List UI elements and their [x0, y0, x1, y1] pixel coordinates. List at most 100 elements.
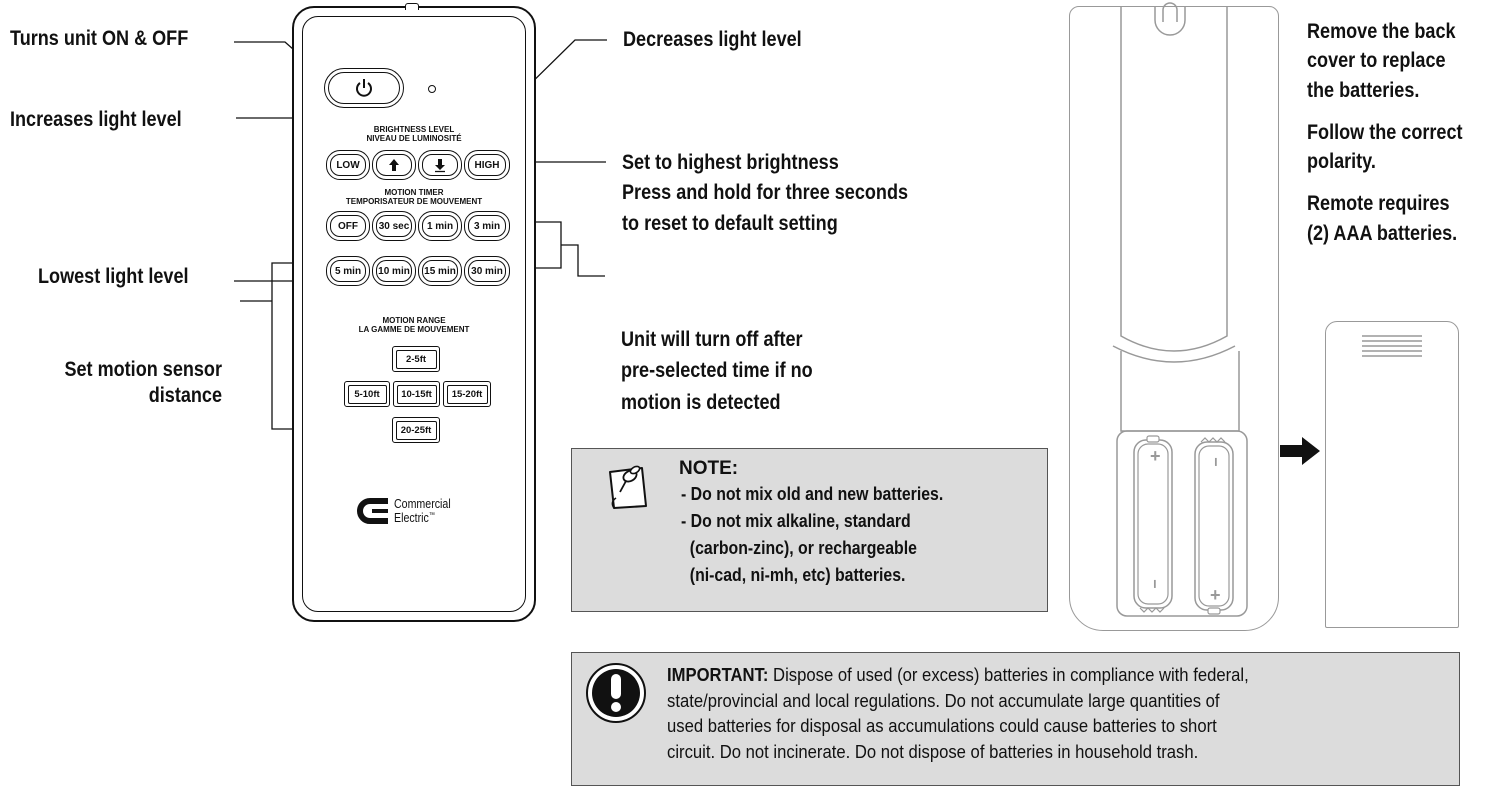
battery-cover: [1325, 321, 1459, 628]
range-20-25ft-label: 20-25ft: [395, 420, 437, 440]
range-10-15ft-button[interactable]: 10-15ft: [393, 381, 440, 407]
range-heading-fr: LA GAMME DE MOUVEMENT: [358, 324, 470, 334]
battery-line3: the batteries.: [1307, 78, 1420, 102]
important-text: IMPORTANT: Dispose of used (or excess) b…: [667, 662, 1249, 764]
low-button-label: LOW: [330, 154, 366, 176]
range-20-25ft-button[interactable]: 20-25ft: [392, 417, 440, 443]
timer-15min-button[interactable]: 15 min: [418, 256, 462, 286]
range-2-5ft-button[interactable]: 2-5ft: [392, 346, 440, 372]
decrease-button[interactable]: [418, 150, 462, 180]
callout-increase: Increases light level: [10, 108, 182, 131]
power-indicator-led: [428, 85, 436, 93]
timer-10min-label: 10 min: [376, 260, 412, 282]
brand-line2: Electric: [394, 510, 429, 525]
increase-button[interactable]: [372, 150, 416, 180]
callout-timer-line1: Unit will turn off after: [621, 328, 803, 351]
remote-inner-border: [302, 16, 526, 612]
callout-lowest: Lowest light level: [38, 265, 189, 288]
battery-right-minus: −: [1206, 457, 1224, 467]
callout-timer: Unit will turn off after pre-selected ti…: [621, 327, 813, 416]
range-2-5ft-label: 2-5ft: [395, 349, 437, 369]
timer-heading-en: MOTION TIMER: [384, 188, 444, 197]
callout-decrease: Decreases light level: [623, 28, 802, 51]
battery-line5: polarity.: [1307, 150, 1376, 173]
timer-1min-button[interactable]: 1 min: [418, 211, 462, 241]
remote-top-notch: [405, 3, 419, 10]
callout-power: Turns unit ON & OFF: [10, 27, 189, 50]
note-item: - Do not mix old and new batteries.: [681, 484, 944, 504]
timer-3min-button[interactable]: 3 min: [464, 211, 510, 241]
note-items: - Do not mix old and new batteries. - Do…: [681, 484, 979, 587]
battery-left: [1133, 435, 1173, 613]
timer-30sec-button[interactable]: 30 sec: [372, 211, 416, 241]
battery-line6: Remote requires: [1307, 192, 1450, 216]
brightness-heading-fr: NIVEAU DE LUMINOSITÉ: [366, 133, 462, 143]
range-heading-en: MOTION RANGE: [382, 316, 446, 325]
battery-right-plus: +: [1210, 585, 1221, 605]
timer-off-label: OFF: [330, 215, 366, 237]
timer-30sec-label: 30 sec: [376, 215, 412, 237]
important-line1-text: Dispose of used (or excess) batteries in…: [768, 664, 1249, 685]
battery-line4: Follow the correct: [1307, 120, 1463, 144]
callout-high-line3: to reset to default setting: [622, 211, 838, 235]
exclamation-icon: [586, 663, 646, 723]
high-button-label: HIGH: [468, 154, 506, 176]
timer-heading: MOTION TIMER TEMPORISATEUR DE MOUVEMENT: [294, 188, 534, 207]
brightness-heading: BRIGHTNESS LEVEL NIVEAU DE LUMINOSITÉ: [294, 125, 534, 144]
timer-15min-label: 15 min: [422, 260, 458, 282]
important-label: IMPORTANT:: [667, 664, 769, 685]
power-icon: [356, 79, 372, 97]
callout-high-line1: Set to highest brightness: [622, 151, 839, 174]
timer-5min-button[interactable]: 5 min: [326, 256, 370, 286]
right-arrow-icon: [1280, 437, 1320, 465]
range-15-20ft-button[interactable]: 15-20ft: [443, 381, 491, 407]
callout-timer-line2: pre-selected time if no: [621, 359, 813, 383]
note-title: NOTE:: [679, 458, 739, 479]
battery-right: [1194, 437, 1234, 615]
range-5-10ft-button[interactable]: 5-10ft: [344, 381, 390, 407]
timer-30min-button[interactable]: 30 min: [464, 256, 510, 286]
power-button[interactable]: [324, 68, 404, 108]
range-5-10ft-label: 5-10ft: [347, 384, 387, 404]
timer-10min-button[interactable]: 10 min: [372, 256, 416, 286]
important-line2: state/provincial and local regulations. …: [667, 689, 1220, 711]
brand-name: Commercial Electric™: [394, 497, 451, 526]
brand-line2-row: Electric™: [394, 510, 451, 526]
high-button[interactable]: HIGH: [464, 150, 510, 180]
battery-instructions: Remove the back cover to replace the bat…: [1307, 19, 1463, 247]
remote-back: [1069, 6, 1279, 631]
callout-timer-line3: motion is detected: [621, 390, 781, 414]
low-button[interactable]: LOW: [326, 150, 370, 180]
important-line4: circuit. Do not incinerate. Do not dispo…: [667, 740, 1199, 762]
callout-motion-sensor-line1: Set motion sensor: [64, 358, 222, 381]
pushpin-note-icon: [609, 465, 647, 509]
battery-cover-grip: [1362, 335, 1422, 357]
timer-off-button[interactable]: OFF: [326, 211, 370, 241]
callout-high-line2: Press and hold for three seconds: [622, 181, 909, 205]
up-arrow-icon: [389, 159, 399, 171]
brand-tm: ™: [428, 511, 435, 519]
callout-motion-sensor-line2: distance: [148, 384, 222, 408]
range-heading: MOTION RANGE LA GAMME DE MOUVEMENT: [294, 316, 534, 335]
remote-front: BRIGHTNESS LEVEL NIVEAU DE LUMINOSITÉ LO…: [292, 3, 536, 622]
timer-5min-label: 5 min: [330, 260, 366, 282]
note-box: NOTE: - Do not mix old and new batteries…: [571, 448, 1048, 612]
callout-high: Set to highest brightness Press and hold…: [622, 150, 908, 237]
range-15-20ft-label: 15-20ft: [446, 384, 488, 404]
brightness-heading-en: BRIGHTNESS LEVEL: [373, 125, 455, 134]
important-line1: IMPORTANT: Dispose of used (or excess) b…: [667, 662, 1249, 688]
connector-timer: [561, 244, 605, 277]
timer-30min-label: 30 min: [468, 260, 506, 282]
important-box: IMPORTANT: Dispose of used (or excess) b…: [571, 652, 1460, 786]
timer-1min-label: 1 min: [422, 215, 458, 237]
note-item: (ni-cad, ni-mh, etc) batteries.: [681, 564, 906, 585]
battery-left-plus: +: [1150, 446, 1161, 466]
timer-heading-fr: TEMPORISATEUR DE MOUVEMENT: [345, 196, 483, 206]
note-item: (carbon-zinc), or rechargeable: [681, 537, 917, 558]
battery-left-minus: −: [1145, 579, 1163, 589]
important-line3: used batteries for disposal as accumulat…: [667, 715, 1217, 737]
down-arrow-icon: [435, 159, 445, 173]
timer-3min-label: 3 min: [468, 215, 506, 237]
range-10-15ft-label: 10-15ft: [396, 384, 437, 404]
battery-line2: cover to replace: [1307, 49, 1446, 73]
